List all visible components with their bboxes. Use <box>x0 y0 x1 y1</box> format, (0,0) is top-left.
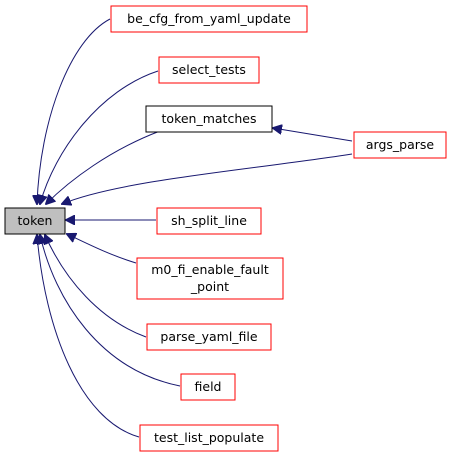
graph-node-parse-yaml-file[interactable]: parse_yaml_file <box>146 323 272 351</box>
node-label: be_cfg_from_yaml_update <box>127 11 291 26</box>
edge-test-list-populate-to-token <box>37 235 140 438</box>
node-label-line-1: m0_fi_enable_fault <box>151 262 269 277</box>
graph-node-test-list-populate[interactable]: test_list_populate <box>139 424 279 452</box>
edge-args-parse-to-token-matches <box>273 128 353 142</box>
edge-m0-fi-to-token <box>67 234 137 264</box>
edge-field-to-token <box>40 235 181 387</box>
graph-node-token-matches[interactable]: token_matches <box>145 105 273 133</box>
graph-node-m0-fi-enable-fault-point[interactable]: m0_fi_enable_fault _point <box>136 257 284 300</box>
node-label: token_matches <box>162 111 257 126</box>
node-label: args_parse <box>366 137 435 152</box>
node-label: field <box>195 379 222 394</box>
node-label: parse_yaml_file <box>160 329 257 344</box>
node-label: test_list_populate <box>154 430 264 445</box>
node-label-line-2: _point <box>190 279 229 294</box>
graph-node-token[interactable]: token <box>4 207 66 235</box>
graph-node-field[interactable]: field <box>180 373 236 401</box>
node-label: token <box>18 213 53 228</box>
graph-node-args-parse[interactable]: args_parse <box>353 131 447 159</box>
edge-token-matches-to-token <box>46 130 161 204</box>
graph-node-select-tests[interactable]: select_tests <box>158 56 260 84</box>
edge-args-parse-to-token <box>62 153 353 204</box>
edge-be-cfg-to-token <box>37 18 111 204</box>
edge-select-tests-to-token <box>40 70 159 204</box>
graph-node-be-cfg-from-yaml-update[interactable]: be_cfg_from_yaml_update <box>110 5 308 33</box>
graph-node-sh-split-line[interactable]: sh_split_line <box>156 207 262 235</box>
node-label: select_tests <box>172 62 246 77</box>
edges <box>37 18 353 438</box>
node-label: sh_split_line <box>171 213 247 228</box>
edge-parse-yaml-file-to-token <box>45 235 147 338</box>
